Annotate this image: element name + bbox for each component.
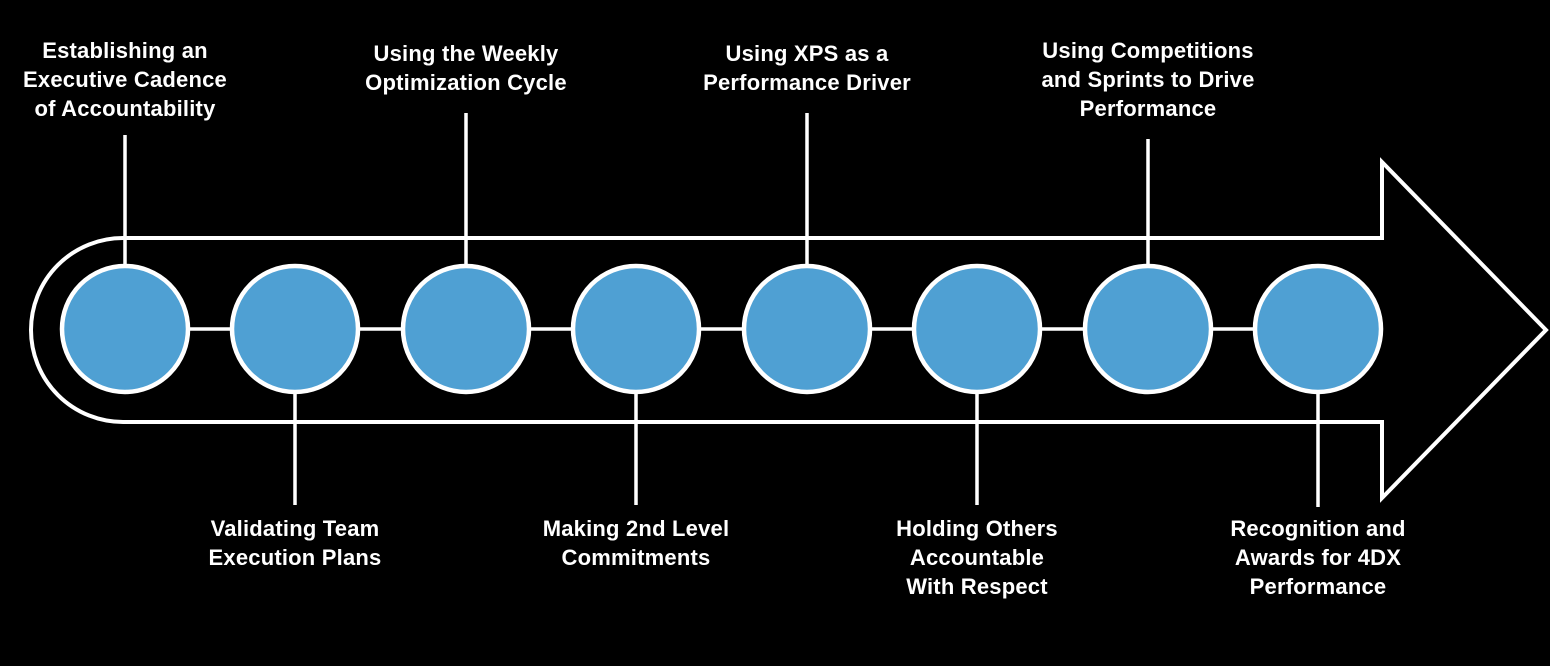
step-label: Establishing an Executive Cadence of Acc… xyxy=(23,38,227,121)
step-node-circle xyxy=(229,263,361,395)
step-label: Recognition and Awards for 4DX Performan… xyxy=(1230,516,1406,599)
step-label: Making 2nd Level Commitments xyxy=(542,516,730,570)
step-label: Using XPS as a Performance Driver xyxy=(703,41,911,95)
step-node-circle xyxy=(1252,263,1384,395)
step-node-circle xyxy=(1082,263,1214,395)
step-node-circle xyxy=(59,263,191,395)
step-node-circle xyxy=(400,263,532,395)
step-label: Using the Weekly Optimization Cycle xyxy=(365,41,567,95)
step-label: Using Competitions and Sprints to Drive … xyxy=(1041,38,1255,121)
step-label: Holding Others Accountable With Respect xyxy=(896,516,1058,599)
step-node-circle xyxy=(570,263,702,395)
step-label: Validating Team Execution Plans xyxy=(208,516,382,570)
step-node-circle xyxy=(741,263,873,395)
step-node-circle xyxy=(911,263,1043,395)
arrow-outline xyxy=(29,157,1549,503)
